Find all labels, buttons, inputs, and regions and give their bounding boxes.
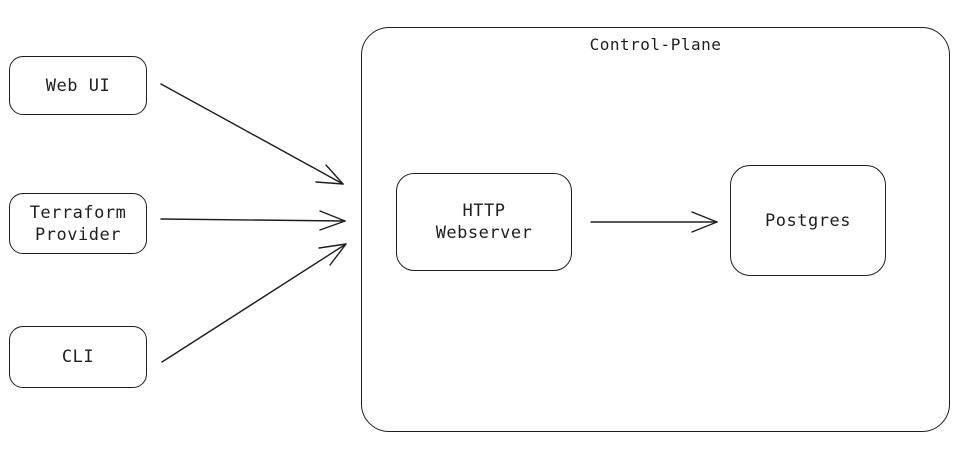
cli-label: CLI [61, 347, 95, 367]
http-webserver-label: HTTP Webserver [435, 201, 533, 243]
web-ui-box: Web UI [9, 56, 147, 115]
terraform-provider-box: Terraform Provider [9, 193, 147, 254]
arrow-webserver-to-postgres [590, 211, 718, 233]
terraform-provider-label: Terraform Provider [29, 202, 127, 245]
http-webserver-box: HTTP Webserver [396, 173, 572, 271]
control-plane-title: Control-Plane [589, 35, 722, 54]
arrow-terraform-to-control-plane [160, 210, 346, 231]
control-plane-container: Control-Plane [361, 27, 950, 432]
cli-box: CLI [9, 326, 147, 388]
postgres-label: Postgres [765, 210, 851, 231]
postgres-box: Postgres [730, 165, 886, 276]
web-ui-label: Web UI [45, 75, 111, 96]
arrow-web-ui-to-control-plane [160, 83, 344, 185]
arrow-cli-to-control-plane [161, 243, 347, 363]
